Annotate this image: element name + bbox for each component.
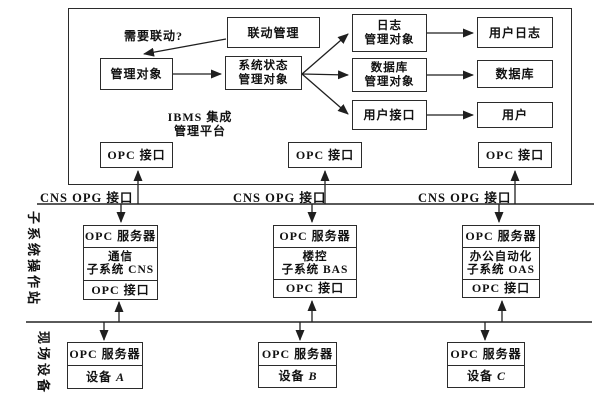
box-label: 用户 (501, 108, 528, 122)
device-prefix: 设备 (85, 369, 112, 384)
subsystem-name-line1: 办公自动化 (469, 250, 533, 263)
opc-interface-label: OPC 接口 (84, 280, 157, 299)
bus-connectors (99, 170, 520, 341)
opc-server-label: OPC 服务器 (465, 229, 537, 243)
ibms-platform-border (68, 8, 572, 185)
box-opc-interface-1: OPC 接口 (100, 142, 173, 168)
box-user-interface: 用户接口 (352, 100, 427, 130)
box-label: OPC 接口 (485, 148, 545, 162)
device-prefix: 设备 (278, 369, 305, 383)
subsystem-name-line1: 通信 (108, 251, 133, 263)
opc-interface-label: OPC 接口 (274, 279, 356, 297)
opc-server-label: OPC 服务器 (84, 229, 157, 243)
box-opc-interface-3: OPC 接口 (478, 142, 552, 168)
question-label: 需要联动? (124, 29, 184, 43)
stack-device-a: OPC 服务器 设备 A (67, 342, 143, 389)
platform-title-line1: IBMS 集成 (167, 110, 233, 124)
subsystem-name-line2: 子系统 OAS (466, 263, 536, 276)
stack-subsystem-bas: OPC 服务器 楼控 子系统 BAS OPC 接口 (273, 225, 357, 298)
bus-label-1: CNS OPG 接口 (40, 191, 134, 205)
bus-label-3: CNS OPG 接口 (418, 191, 512, 205)
subsystem-name-line2: 子系统 CNS (86, 264, 155, 276)
opc-server-label: OPC 服务器 (450, 346, 522, 361)
box-user: 用户 (477, 102, 553, 128)
box-label-line2: 管理对象 (238, 74, 289, 86)
opc-server-label: OPC 服务器 (279, 229, 351, 243)
platform-title: IBMS 集成 管理平台 (145, 110, 255, 138)
box-label-line1: 系统状态 (238, 60, 289, 72)
platform-arrows (143, 28, 474, 120)
stack-subsystem-cns: OPC 服务器 通信 子系统 CNS OPC 接口 (83, 225, 158, 300)
box-label: 数据库 (495, 67, 535, 81)
platform-title-line2: 管理平台 (173, 124, 226, 138)
device-prefix: 设备 (466, 369, 493, 383)
box-label: 用户接口 (363, 108, 416, 122)
box-label-line1: 数据库 (370, 62, 409, 74)
stack-device-b: OPC 服务器 设备 B (258, 342, 337, 388)
box-label-line2: 管理对象 (364, 76, 415, 88)
box-database: 数据库 (477, 60, 553, 88)
box-label-line1: 日志 (377, 20, 402, 32)
bus-label-2: CNS OPG 接口 (233, 191, 327, 205)
box-system-status-object: 系统状态 管理对象 (225, 56, 302, 90)
device-letter: C (497, 369, 506, 383)
device-letter: B (308, 369, 317, 383)
subsystem-name: 办公自动化 子系统 OAS (463, 247, 539, 279)
box-label: 用户日志 (488, 25, 541, 40)
box-label: OPC 接口 (295, 148, 355, 162)
subsystem-name: 通信 子系统 CNS (84, 247, 157, 280)
box-label: OPC 接口 (107, 148, 166, 162)
subsystem-name-line1: 楼控 (302, 250, 328, 263)
box-label: 联动管理 (247, 25, 300, 40)
section-label-operation-station: 子系统操作站 (26, 211, 41, 308)
box-database-object: 数据库 管理对象 (352, 58, 427, 92)
device-name: 设备 B (259, 365, 336, 387)
box-managed-object: 管理对象 (100, 58, 173, 90)
device-name: 设备 C (448, 365, 524, 387)
box-opc-interface-2: OPC 接口 (288, 142, 362, 168)
box-user-log: 用户日志 (477, 17, 553, 48)
device-letter: A (116, 369, 125, 384)
subsystem-name: 楼控 子系统 BAS (274, 247, 356, 279)
box-label: 管理对象 (110, 67, 163, 81)
opc-server-label: OPC 服务器 (69, 346, 141, 361)
section-label-field-device: 现场设备 (36, 331, 51, 396)
subsystem-name-line2: 子系统 BAS (281, 263, 349, 276)
box-log-object: 日志 管理对象 (352, 14, 427, 52)
stack-subsystem-oas: OPC 服务器 办公自动化 子系统 OAS OPC 接口 (462, 225, 540, 298)
device-name: 设备 A (68, 365, 142, 388)
opc-interface-label: OPC 接口 (463, 279, 539, 297)
stack-device-c: OPC 服务器 设备 C (447, 342, 525, 388)
box-label-line2: 管理对象 (364, 34, 415, 46)
opc-server-label: OPC 服务器 (261, 346, 334, 361)
box-linkage-management: 联动管理 (227, 17, 320, 48)
